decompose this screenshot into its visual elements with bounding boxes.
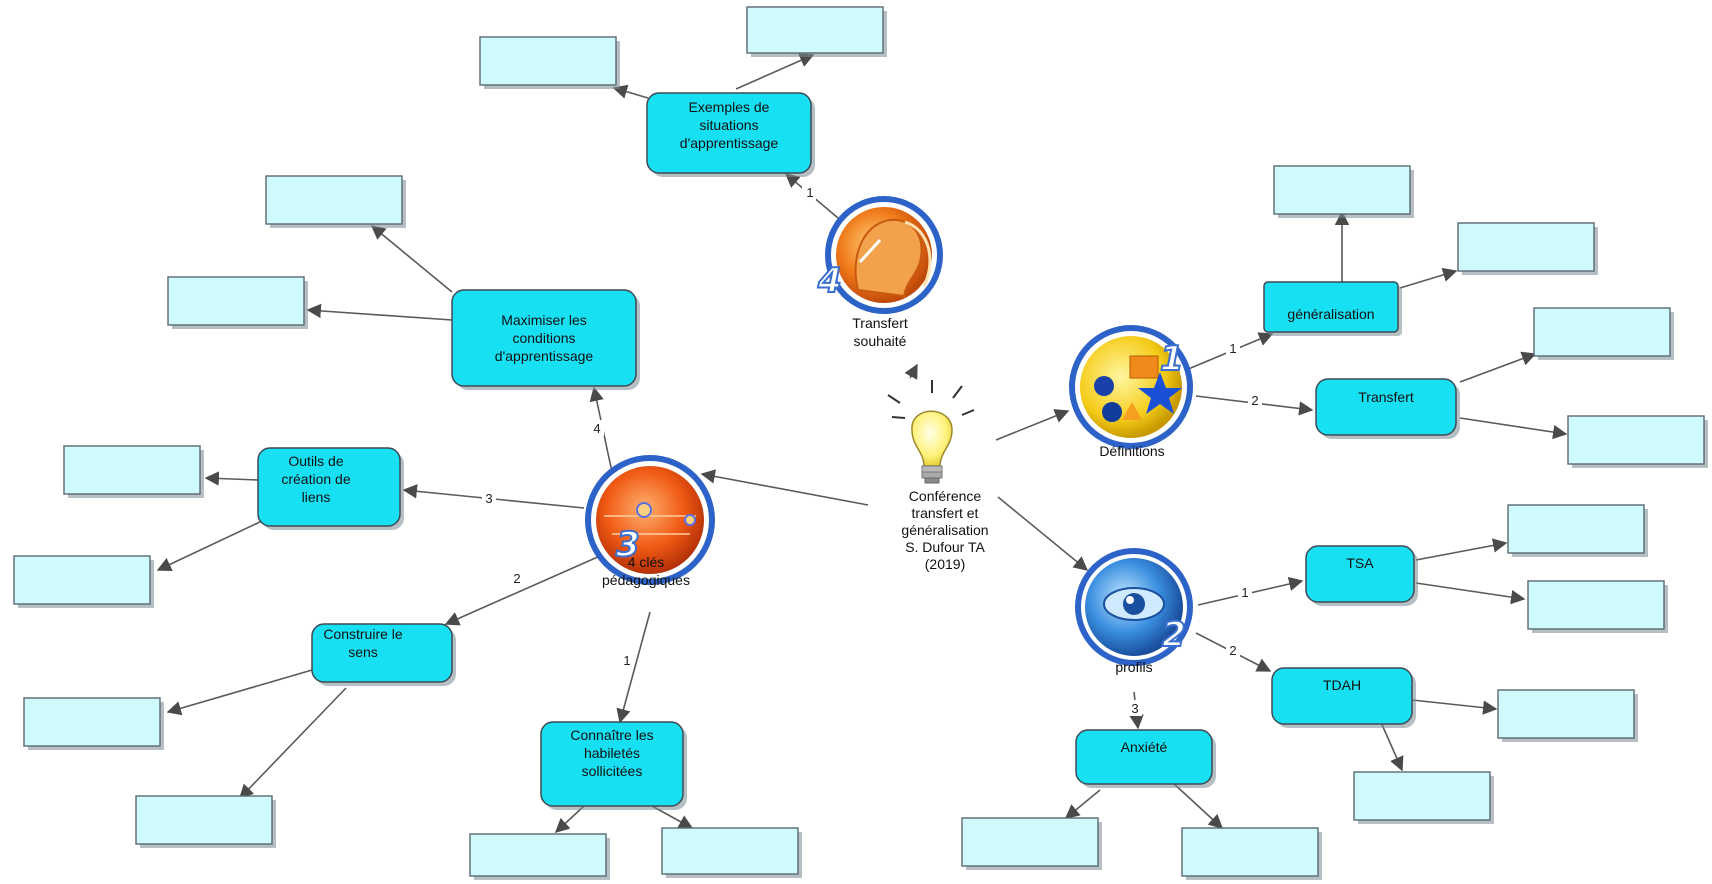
empty-box[interactable] (746, 6, 887, 57)
concept-exemples-line2: situations (699, 117, 758, 133)
hub-cles[interactable]: 3 4 clés pédagogiques (585, 455, 715, 588)
empty-box[interactable] (13, 555, 154, 608)
transfer-head-icon (825, 196, 943, 314)
hub-definitions-number: 1 (1160, 339, 1184, 379)
hub-transfert-souhaite-line1: Transfert (852, 315, 908, 331)
shapes-icon (1069, 325, 1193, 449)
empty-box[interactable] (1181, 827, 1322, 880)
concept-generalisation-label: généralisation (1287, 306, 1374, 322)
center-line5: (2019) (925, 556, 965, 572)
center-line3: généralisation (901, 522, 988, 538)
hub-cles-line1: 4 clés (628, 554, 665, 570)
hub-definitions[interactable]: 1 Définitions (1069, 325, 1193, 459)
empty-boxes (13, 6, 1708, 880)
edge-label-profils-tsa: 1 (1241, 585, 1248, 600)
empty-box[interactable] (63, 445, 204, 498)
concept-transfert[interactable]: Transfert (1315, 378, 1460, 439)
concept-connaitre-line2: habiletés (584, 745, 640, 761)
concept-construire-line2: sens (348, 644, 378, 660)
concept-exemples[interactable]: Exemples de situations d'apprentissage (646, 92, 815, 177)
concept-outils-line1: Outils de (288, 453, 343, 469)
concept-construire[interactable]: Construire le sens (311, 623, 456, 686)
edge-labels: 1 1 2 1 2 3 1 2 3 4 (482, 184, 1262, 716)
empty-box[interactable] (1527, 580, 1668, 633)
edge-label-def-generalisation: 1 (1229, 341, 1236, 356)
edge-label-profils-anxiete: 3 (1131, 701, 1138, 716)
hub-cles-line2: pédagogiques (602, 572, 690, 588)
empty-box[interactable] (479, 36, 620, 89)
center-line1: Conférence (909, 488, 982, 504)
concept-connaitre-line1: Connaître les (570, 727, 653, 743)
concept-outils-line2: création de (281, 471, 350, 487)
edge-label-cles-outils: 3 (485, 491, 492, 506)
empty-box[interactable] (1533, 307, 1674, 360)
target-icon (585, 455, 715, 585)
empty-box[interactable] (661, 827, 802, 878)
empty-box[interactable] (1273, 165, 1414, 218)
center-line4: S. Dufour TA (905, 539, 985, 555)
concept-exemples-line3: d'apprentissage (680, 135, 779, 151)
hub-profils-label: profils (1115, 659, 1152, 675)
concept-connaitre-line3: sollicitées (582, 763, 643, 779)
hub-transfert-souhaite-number: 4 (817, 261, 842, 301)
empty-box[interactable] (1353, 771, 1494, 824)
hub-definitions-label: Définitions (1099, 443, 1164, 459)
concept-maximiser[interactable]: Maximiser les conditions d'apprentissage (451, 289, 640, 390)
edge-label-cles-connaitre: 1 (623, 653, 630, 668)
empty-box[interactable] (23, 697, 164, 750)
concept-maximiser-line3: d'apprentissage (495, 348, 594, 364)
edge-label-cles-construire: 2 (513, 571, 520, 586)
concept-tdah-label: TDAH (1323, 677, 1361, 693)
concept-outils-line3: liens (302, 489, 331, 505)
empty-box[interactable] (167, 276, 308, 329)
empty-box[interactable] (1497, 689, 1638, 742)
center-line2: transfert et (912, 505, 979, 521)
eye-icon (1075, 548, 1193, 666)
concept-generalisation[interactable]: généralisation (1263, 281, 1402, 336)
concept-construire-line1: Construire le (323, 626, 403, 642)
empty-box[interactable] (265, 175, 406, 228)
concept-connaitre[interactable]: Connaître les habiletés sollicitées (540, 721, 687, 810)
hub-transfert-souhaite[interactable]: 4 Transfert souhaité (816, 196, 943, 349)
edge-label-cles-maximiser: 4 (593, 421, 600, 436)
edge-label-transfert-exemples: 1 (806, 185, 813, 200)
empty-box[interactable] (1457, 222, 1598, 275)
concept-transfert-label: Transfert (1358, 389, 1414, 405)
lightbulb-icon (887, 380, 975, 484)
empty-box[interactable] (135, 795, 276, 848)
concept-tdah[interactable]: TDAH (1271, 667, 1416, 728)
edge-label-def-transfert: 2 (1251, 393, 1258, 408)
concept-maximiser-line1: Maximiser les (501, 312, 587, 328)
empty-box[interactable] (1567, 415, 1708, 468)
concept-tsa-label: TSA (1346, 555, 1374, 571)
empty-box[interactable] (961, 817, 1102, 870)
hub-profils-number: 2 (1162, 615, 1186, 655)
hub-profils[interactable]: 2 profils (1075, 548, 1193, 675)
empty-box[interactable] (469, 833, 610, 880)
concept-tsa[interactable]: TSA (1305, 545, 1418, 606)
concept-anxiete-label: Anxiété (1121, 739, 1168, 755)
concept-anxiete[interactable]: Anxiété (1075, 729, 1216, 788)
hub-cles-number: 3 (616, 525, 640, 565)
edge-label-profils-tdah: 2 (1229, 643, 1236, 658)
concept-outils[interactable]: Outils de création de liens (257, 447, 404, 530)
concept-exemples-line1: Exemples de (689, 99, 770, 115)
empty-box[interactable] (1507, 504, 1648, 557)
center-node[interactable]: Conférence transfert et généralisation S… (887, 380, 989, 572)
hub-transfert-souhaite-line2: souhaité (854, 333, 907, 349)
concept-maximiser-line2: conditions (512, 330, 575, 346)
